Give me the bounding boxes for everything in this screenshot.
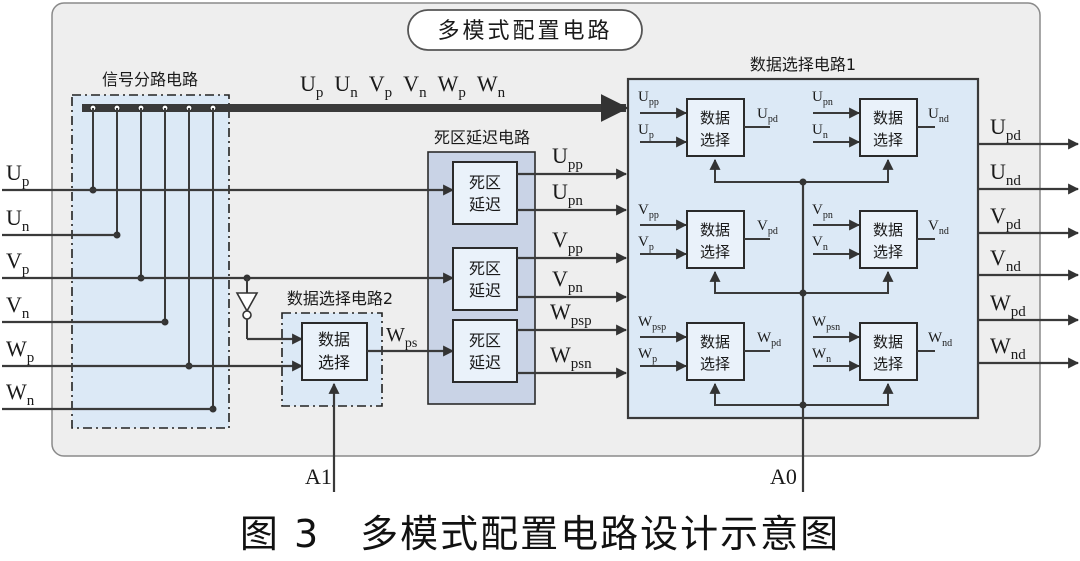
dz-u-line1: 死区 <box>469 173 501 192</box>
output-label-2: Vpd​ <box>990 203 1021 233</box>
cell-text: 选择 <box>700 243 730 261</box>
dz-out-label-3: Vpn​ <box>552 266 583 296</box>
cell-text: 数据 <box>873 109 903 127</box>
c5-out: Wnd​ <box>928 330 952 349</box>
output-label-0: Upd​ <box>990 114 1021 144</box>
inverter-branch <box>235 274 304 345</box>
bus-taps <box>89 104 217 112</box>
input-wires <box>2 184 455 411</box>
splitter-verticals <box>92 108 214 409</box>
c3-in2: Vn​ <box>812 234 828 253</box>
output-labels: Upd​ Und​ Vpd​ Vnd​ Wpd​ Wnd​ <box>990 114 1026 363</box>
c4-out: Wpd​ <box>757 330 781 349</box>
dz-out-label-1: Upn​ <box>552 179 583 209</box>
cell-text: 数据 <box>873 221 903 239</box>
cell-text: 数据 <box>700 333 730 351</box>
c2-out: Vpd​ <box>757 218 778 237</box>
deadzone-cell-v <box>452 247 518 311</box>
diagram-title: 多模式配置电路 <box>437 19 612 44</box>
output-wires <box>978 138 1080 369</box>
c1-in1: Upn​ <box>812 89 833 108</box>
c2-in1: Vpp​ <box>638 202 659 221</box>
deadzone-cell-w <box>452 319 518 383</box>
splitter-region <box>71 94 230 429</box>
deadzone-cell-u <box>452 161 518 225</box>
dz-w-line1: 死区 <box>469 331 501 350</box>
sel1-cell-wpd <box>686 322 745 381</box>
cell-text: 选择 <box>873 131 903 149</box>
a0-label: A0 <box>770 464 797 489</box>
dz-out-label-2: Vpp​ <box>552 227 583 257</box>
cell-text: 数据 <box>873 333 903 351</box>
wps-label: Wps​ <box>386 324 417 351</box>
dz-v-line2: 延迟 <box>469 281 501 300</box>
input-label-3: Vn​ <box>6 292 30 322</box>
splitter-label: 信号分路电路 <box>102 70 198 89</box>
c0-in1: Upp​ <box>638 89 659 108</box>
dz-out-label-5: Wpsn​ <box>550 342 592 372</box>
c1-out: Und​ <box>928 106 949 125</box>
input-labels: Up​ Un​ Vp​ Vn​ Wp​ Wn​ <box>6 160 35 409</box>
a0-control-tree <box>709 158 894 492</box>
c4-in1: Wpsp​ <box>638 314 666 333</box>
bus-label: Up​ Un​ Vp​ Vn​ Wp​ Wn​ <box>300 71 506 101</box>
select2-cell-line1: 数据 <box>318 330 350 349</box>
select2-cell-line2: 选择 <box>318 353 350 372</box>
c3-out: Vnd​ <box>928 218 949 237</box>
c0-in2: Up​ <box>638 122 654 141</box>
dz-out-label-4: Wpsp​ <box>550 299 592 329</box>
sel1-cell-vnd <box>859 210 918 269</box>
inverter-icon <box>235 292 259 313</box>
select2-cell <box>301 322 368 381</box>
sel1-cell-vpd <box>686 210 745 269</box>
cell-text: 选择 <box>700 131 730 149</box>
cell-text: 数据 <box>700 109 730 127</box>
output-label-1: Und​ <box>990 159 1021 189</box>
c5-in2: Wn​ <box>812 346 831 365</box>
dz-u-line2: 延迟 <box>469 195 501 214</box>
dz-out-label-0: Upp​ <box>552 143 583 173</box>
c0-out: Upd​ <box>757 106 778 125</box>
output-label-4: Wpd​ <box>990 290 1026 320</box>
a1-label: A1 <box>305 464 332 489</box>
select2-label: 数据选择电路2 <box>287 289 393 308</box>
c3-in1: Vpn​ <box>812 202 833 221</box>
figure-caption: 图 3 多模式配置电路设计示意图 <box>239 512 841 556</box>
output-label-5: Wnd​ <box>990 333 1026 363</box>
cell-text: 选择 <box>873 355 903 373</box>
cell-text: 数据 <box>700 221 730 239</box>
deadzone-cells: 死区 延迟 死区 延迟 死区 延迟 <box>452 161 518 383</box>
input-label-0: Up​ <box>6 160 29 190</box>
input-label-4: Wp​ <box>6 336 34 366</box>
output-label-3: Vnd​ <box>990 245 1021 275</box>
dz-w-line2: 延迟 <box>469 353 501 372</box>
c1-in2: Un​ <box>812 122 828 141</box>
c5-in1: Wpsn​ <box>812 314 840 333</box>
input-label-5: Wn​ <box>6 379 35 409</box>
select1-label: 数据选择电路1 <box>750 55 856 74</box>
select1-wires <box>640 107 935 372</box>
select1-cell-labels: Upp​ Up​ Upd​ Upn​ Un​ Und​ Vpp​ Vp​ Vpd… <box>638 89 952 365</box>
c2-in2: Vp​ <box>638 234 654 253</box>
input-label-2: Vp​ <box>6 248 29 278</box>
c4-in2: Wp​ <box>638 346 657 365</box>
deadzone-label: 死区延迟电路 <box>434 128 530 147</box>
input-label-1: Un​ <box>6 205 30 235</box>
cell-text: 选择 <box>700 355 730 373</box>
deadzone-output-wires <box>517 168 628 379</box>
dz-v-line1: 死区 <box>469 259 501 278</box>
title-pill <box>407 9 643 51</box>
cell-text: 选择 <box>873 243 903 261</box>
deadzone-output-labels: Upp​ Upn​ Vpp​ Vpn​ Wpsp​ Wpsn​ <box>550 143 592 372</box>
